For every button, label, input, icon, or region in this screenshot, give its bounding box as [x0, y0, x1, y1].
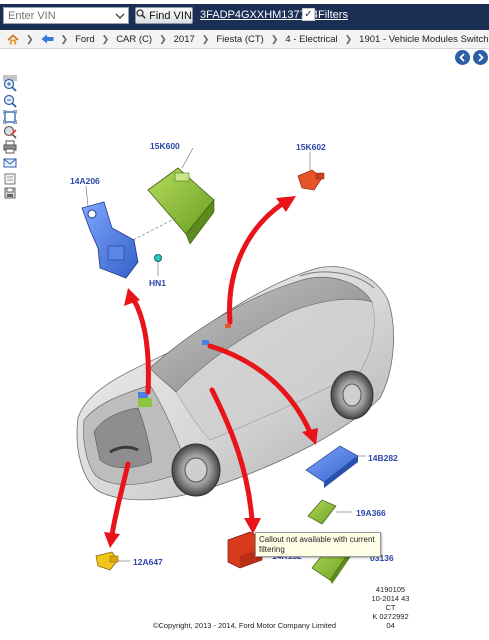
- module-location-marker: [202, 340, 209, 345]
- module-14b282[interactable]: [305, 445, 359, 488]
- callout-14a206[interactable]: 14A206: [70, 176, 100, 186]
- breadcrumb-item-type[interactable]: CAR (C): [116, 33, 153, 45]
- breadcrumb-item-section[interactable]: 1901 - Vehicle Modules Switches And Rela…: [359, 33, 489, 45]
- module-12a647[interactable]: [95, 551, 119, 571]
- find-vin-button[interactable]: Find VIN: [135, 7, 193, 24]
- illustration-meta: 4190105 10-2014 43 CT K 0272992 04: [368, 585, 413, 630]
- callout-15k602[interactable]: 15K602: [296, 142, 326, 152]
- callout-03136[interactable]: 03136: [370, 553, 394, 563]
- home-icon[interactable]: [7, 33, 19, 45]
- breadcrumb-separator: ❯: [101, 33, 110, 44]
- breadcrumb-item-year[interactable]: 2017: [173, 33, 195, 45]
- breadcrumb-separator: ❯: [270, 33, 279, 44]
- toolbar-grip: [3, 68, 17, 81]
- module-14a206[interactable]: [81, 201, 139, 279]
- vin-number-link[interactable]: 3FADP4GXXHM137744: [200, 9, 319, 21]
- print-icon[interactable]: [3, 140, 17, 154]
- filters-toggle[interactable]: ✓ Filters: [302, 8, 348, 21]
- module-19a366[interactable]: [307, 499, 337, 525]
- meta-line: K 0272992 04: [372, 612, 409, 630]
- breadcrumb-separator: ❯: [60, 33, 69, 44]
- save-icon[interactable]: [3, 186, 17, 200]
- search-icon: [136, 9, 146, 22]
- hn1-nut[interactable]: [154, 254, 162, 262]
- breadcrumb: ❯ ❯ Ford ❯ CAR (C) ❯ 2017 ❯ Fiesta (CT) …: [0, 30, 489, 49]
- top-bar: Find VIN 3FADP4GXXHM137744 ✓ Filters: [0, 0, 489, 30]
- breadcrumb-item-make[interactable]: Ford: [75, 33, 95, 45]
- vin-input[interactable]: [3, 7, 129, 24]
- find-vin-label: Find VIN: [149, 9, 192, 22]
- zoom-in-icon[interactable]: [3, 78, 17, 92]
- callout-12a647[interactable]: 12A647: [133, 557, 163, 567]
- zoom-out-icon[interactable]: [3, 94, 17, 108]
- breadcrumb-separator: ❯: [26, 33, 34, 44]
- arrow-heads: [104, 196, 318, 548]
- notes-icon[interactable]: [3, 172, 17, 186]
- module-location-marker: [138, 392, 148, 398]
- chevron-down-icon[interactable]: [111, 8, 128, 23]
- location-arrows: [109, 201, 313, 538]
- meta-line: 10-2014 43: [371, 594, 410, 603]
- parts-diagram[interactable]: [0, 100, 489, 640]
- callout-hn1[interactable]: HN1: [149, 278, 167, 288]
- previous-page-icon[interactable]: [455, 50, 470, 65]
- module-location-marker: [138, 398, 152, 407]
- breadcrumb-item-model[interactable]: Fiesta (CT): [216, 33, 264, 45]
- breadcrumb-separator: ❯: [159, 33, 167, 44]
- module-15k602[interactable]: [297, 169, 325, 191]
- email-icon[interactable]: [3, 156, 17, 170]
- next-page-icon[interactable]: [473, 50, 488, 65]
- filters-checkbox[interactable]: ✓: [302, 8, 315, 21]
- callout-19a366[interactable]: 19A366: [356, 508, 386, 518]
- reset-view-icon[interactable]: [3, 125, 17, 139]
- module-15k600[interactable]: [147, 167, 215, 245]
- copyright-notice: ©Copyright, 2013 - 2014, Ford Motor Comp…: [152, 621, 337, 630]
- callout-14b282[interactable]: 14B282: [368, 453, 398, 463]
- module-location-marker: [225, 324, 231, 328]
- meta-line: 4190105: [375, 585, 406, 594]
- page-nav: [0, 48, 489, 68]
- filters-label[interactable]: Filters: [318, 8, 348, 21]
- callout-tooltip: Callout not available with current filte…: [255, 532, 381, 558]
- callout-15k600[interactable]: 15K600: [150, 141, 180, 151]
- back-arrow-icon[interactable]: [41, 34, 54, 44]
- meta-line: CT: [385, 603, 396, 612]
- breadcrumb-separator: ❯: [344, 33, 353, 44]
- top-strip: [0, 0, 489, 4]
- breadcrumb-item-group[interactable]: 4 - Electrical: [285, 33, 338, 45]
- breadcrumb-separator: ❯: [201, 33, 210, 44]
